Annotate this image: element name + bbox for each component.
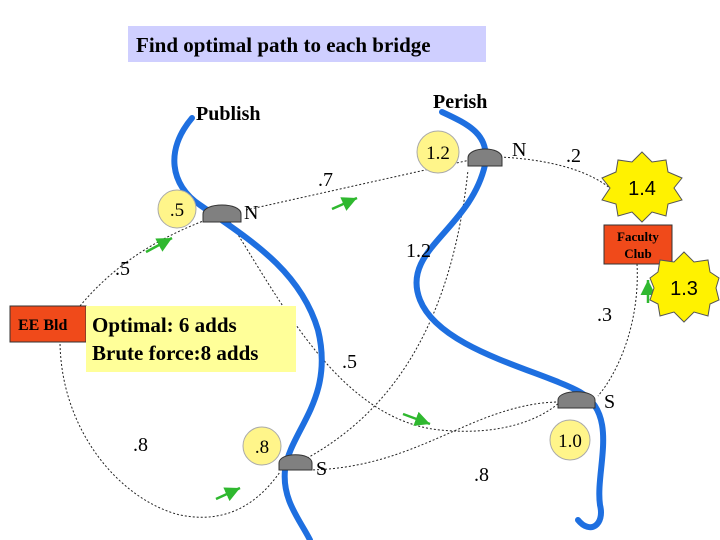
edge-weight-top-right-to-faculty: .2: [566, 145, 581, 167]
bubble-bottom-right-value: 1.0: [558, 431, 582, 452]
summary-line-brute-force: Brute force:8 adds: [92, 341, 258, 365]
edge-weight-ee-to-bottom-left: .8: [133, 434, 148, 456]
river-label-perish: Perish: [433, 91, 487, 113]
bridge-top-left: [202, 204, 242, 223]
bubble-bottom-left-value: .8: [255, 437, 269, 458]
summary-line-optimal: Optimal: 6 adds: [92, 313, 237, 337]
arrow-to-bottom-left: [215, 486, 241, 502]
edge-bottom-left-to-top-right: [299, 169, 469, 463]
bubble-top-right-value: 1.2: [426, 143, 450, 164]
faculty-club-label-line2: Club: [624, 246, 651, 261]
bridge-label-bottom-left: S: [316, 458, 327, 480]
river-publish: [171, 115, 325, 540]
edge-bottom-left-to-bottom-right: [304, 401, 561, 471]
edge-weight-faculty-to-bottom-right: .3: [597, 304, 612, 326]
page-title: Find optimal path to each bridge: [136, 33, 431, 57]
bridge-top-right: [467, 148, 503, 167]
bridge-bottom-right: [557, 391, 596, 409]
callout-bottom-burst: [649, 251, 720, 323]
faculty-club-label-line1: Faculty: [617, 229, 659, 244]
ee-building: [9, 305, 87, 343]
arrow-to-bottom-right: [402, 411, 431, 426]
bridge-label-top-left: N: [244, 202, 258, 224]
edge-weight-ee-to-top-left: .5: [115, 258, 130, 280]
bubble-bottom-right: [549, 419, 591, 461]
bubble-bottom-left: [242, 426, 282, 466]
bubble-top-left-value: .5: [170, 200, 184, 221]
summary-box: [86, 306, 296, 372]
bridge-label-top-right: N: [512, 139, 526, 161]
edge-top-left-to-bottom-right: [229, 221, 561, 432]
arrow-ee-to-top-left: [145, 236, 173, 254]
edge-weight-bottom-left-to-top-right: 1.2: [406, 240, 431, 262]
direction-arrows: [145, 196, 656, 502]
bubble-top-right: [416, 130, 460, 174]
callout-bottom-value: 1.3: [670, 278, 698, 300]
bridge-label-bottom-right: S: [604, 391, 615, 413]
edge-weight-bottom-left-to-bottom-right: .8: [474, 464, 489, 486]
edge-ee-to-bottom-left: [59, 339, 281, 518]
edge-weight-top-left-to-bottom-right: .5: [342, 351, 357, 373]
edge-ee-to-top-left: [79, 216, 215, 307]
arrow-top-left-to-top-right: [331, 196, 358, 211]
bubble-top-left: [157, 189, 197, 229]
callout-top-burst: [601, 151, 683, 223]
title-banner: [128, 26, 486, 62]
faculty-club-building: [603, 224, 673, 265]
river-label-publish: Publish: [196, 103, 260, 125]
bridge-bottom-left: [278, 454, 313, 471]
river-perish: [413, 109, 607, 531]
callout-top-value: 1.4: [628, 178, 656, 200]
edge-faculty-to-bottom-right: [597, 263, 638, 397]
edge-top-right-to-faculty: [499, 156, 619, 197]
ee-building-label: EE Bld: [18, 317, 67, 334]
edge-weight-top-left-to-top-right: .7: [318, 169, 333, 191]
